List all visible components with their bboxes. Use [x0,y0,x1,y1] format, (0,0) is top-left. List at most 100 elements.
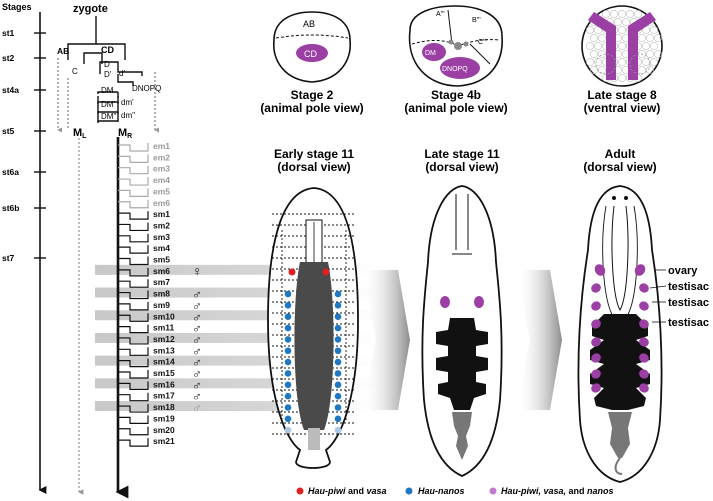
adult-title: Adult [605,147,636,161]
segment-label-sm6: sm6 [153,266,170,276]
segment-label-sm17: sm17 [153,391,175,401]
stage-label-st7: st7 [2,253,15,263]
stage2-embryo: AB CD [273,11,351,83]
segment-label-em4: em4 [153,175,170,185]
sex-symbol-sm14: ♂ [192,355,202,370]
sex-symbol-sm10: ♂ [192,309,202,324]
adult-ovary-label: ovary [668,265,698,277]
sex-symbol-sm17: ♂ [192,389,202,404]
cell-d1: d' [119,69,125,78]
stage2-AB: AB [303,19,315,29]
segment-label-sm12: sm12 [153,334,175,344]
segment-label-em3: em3 [153,164,170,174]
cell-AB: AB [57,46,69,56]
legend-label-1: Hau-piwi and vasa [308,486,387,496]
adult-testisac-label-1: testisac [668,281,709,293]
stage4b-DNOPQ: DNOPQ [442,66,468,73]
segment-label-em6: em6 [153,198,170,208]
segment-label-sm16: sm16 [153,379,175,389]
segment-label-sm8: sm8 [153,289,170,299]
stage4b-C: C''' [478,39,487,46]
stage2-subtitle: (animal pole view) [260,101,363,115]
stage4b-embryo: A''' B''' C''' DM DNOPQ [408,5,503,87]
stage-label-st1: st1 [2,28,15,38]
sex-symbol-sm15: ♂ [192,366,202,381]
segment-label-sm18: sm18 [153,402,175,412]
stage4b-A: A''' [436,11,445,18]
progression-arrow-1 [362,270,410,410]
segment-label-sm9: sm9 [153,300,170,310]
segment-label-sm19: sm19 [153,413,175,423]
late11-title: Late stage 11 [424,147,500,161]
stage-label-st4a: st4a [2,85,19,95]
segment-label-sm14: sm14 [153,357,175,367]
segment-label-sm15: sm15 [153,368,175,378]
stages-header: Stages [2,2,32,12]
cell-DM2: DM'' [101,112,117,121]
stage4b-title: Stage 4b [431,88,481,102]
cell-DM1: DM' [101,100,115,109]
legend-label-3: Hau-piwi, vasa, and nanos [501,486,614,496]
cell-CD: CD [101,45,114,55]
stage-label-st5: st5 [2,126,15,136]
stage8-subtitle: (ventral view) [584,101,661,115]
early11-embryo [267,187,359,469]
adult-subtitle: (dorsal view) [583,160,656,174]
segment-label-sm11: sm11 [153,323,175,333]
early11-subtitle: (dorsal view) [277,160,350,174]
stage-label-st2: st2 [2,53,15,63]
legend-marker-blue [405,487,413,495]
cell-DNOPQ: DNOPQ [132,84,161,93]
cell-D: D [104,60,110,69]
cell-C: C [72,67,78,76]
progression-arrow-2 [516,270,562,410]
stage4b-B: B''' [472,17,481,24]
cell-MR: MR [118,127,132,140]
sex-symbol-sm12: ♂ [192,332,202,347]
segment-label-em5: em5 [153,186,170,196]
segment-label-sm21: sm21 [153,436,175,446]
sex-symbol-sm18: ♂ [192,400,202,415]
segment-label-em2: em2 [153,152,170,162]
segment-label-sm4: sm4 [153,243,170,253]
early11-title: Early stage 11 [274,147,354,161]
segment-label-sm3: sm3 [153,232,170,242]
late11-embryo [421,185,503,477]
cell-D1: D' [104,70,112,79]
stage-label-st6b: st6b [2,203,19,213]
segment-label-sm7: sm7 [153,277,170,287]
late11-subtitle: (dorsal view) [425,160,498,174]
stage-ticks: st1 st2 st4a st5 st6a st6b st7 [2,28,46,263]
segment-label-sm13: sm13 [153,345,175,355]
adult-testisac-label-2: testisac [668,297,709,309]
legend-label-2: Hau-nanos [418,486,465,496]
sex-symbol-sm8: ♂ [192,287,202,302]
cell-dm1: dm' [121,98,134,107]
stage8-title: Late stage 8 [587,88,657,102]
zygote-label: zygote [73,3,108,15]
legend-marker-purple [489,487,497,495]
sex-symbol-sm13: ♂ [192,343,202,358]
segment-label-sm10: sm10 [153,311,175,321]
adult-specimen [577,185,667,483]
stage4b-DM: DM [425,50,436,57]
cell-ML: ML [73,127,87,140]
segment-label-sm5: sm5 [153,255,170,265]
stage2-CD: CD [304,49,317,59]
segment-label-em1: em1 [153,141,170,151]
sex-symbol-sm11: ♂ [192,321,202,336]
stage-label-st6a: st6a [2,167,19,177]
segment-bands [95,264,395,412]
stage2-title: Stage 2 [291,88,334,102]
segment-label-sm20: sm20 [153,425,175,435]
segment-label-sm1: sm1 [153,209,170,219]
legend: Hau-piwi and vasa Hau-nanos Hau-piwi, va… [296,486,614,496]
stage4b-subtitle: (animal pole view) [404,101,507,115]
legend-marker-red [296,487,304,495]
sex-symbol-sm9: ♂ [192,298,202,313]
segment-label-sm2: sm2 [153,220,170,230]
sex-symbol-sm16: ♂ [192,377,202,392]
sex-symbol-sm6: ♀ [192,263,203,279]
stage8-embryo [581,5,663,87]
